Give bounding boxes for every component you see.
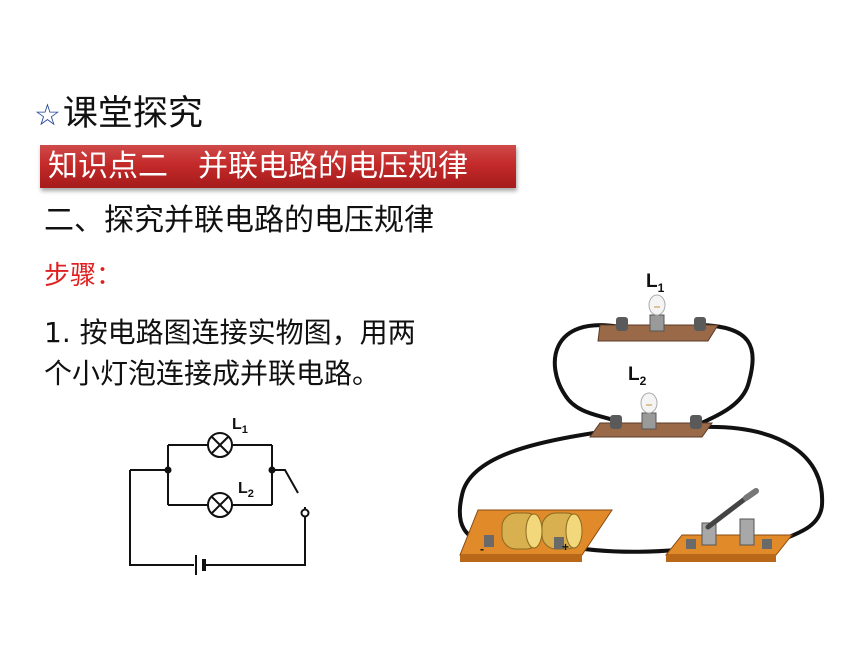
experiment-title: 二、探究并联电路的电压规律 xyxy=(44,203,434,238)
section-heading-text: 课堂探究 xyxy=(62,94,203,134)
battery-cell-icon xyxy=(541,512,583,550)
physical-l2-label: L2 xyxy=(628,364,647,388)
schematic-l1-label: L1 xyxy=(232,416,248,436)
battery-plus-terminal: + xyxy=(562,540,569,554)
knife-switch-icon xyxy=(664,488,794,562)
battery-cell-icon xyxy=(501,512,543,550)
star-icon: ☆ xyxy=(34,98,61,133)
steps-label: 步骤： xyxy=(44,261,123,291)
step-1-line-2: 个小灯泡连接成并联电路。 xyxy=(44,357,381,390)
junction-dot xyxy=(164,466,172,474)
section-heading: ☆课堂探究 xyxy=(34,92,203,138)
schematic-lamp-l1-icon xyxy=(207,432,233,458)
schematic-switch-icon xyxy=(300,508,310,518)
junction-dot xyxy=(268,466,276,474)
light-bulb-icon xyxy=(640,392,658,414)
schematic-lamp-l2-icon xyxy=(207,492,233,518)
physical-lamp-board-l1 xyxy=(597,294,719,342)
battery-minus-terminal: - xyxy=(480,542,484,556)
light-bulb-icon xyxy=(648,294,666,316)
schematic-l2-label: L2 xyxy=(238,480,254,500)
schematic-circuit-diagram: L1 L2 xyxy=(129,416,310,575)
step-1-line-1: 1. 按电路图连接实物图，用两 xyxy=(44,316,416,349)
battery-holder-icon: - + xyxy=(459,509,613,562)
schematic-battery-icon xyxy=(195,555,206,575)
physical-l1-label: L1 xyxy=(646,271,665,295)
step-1-text: 1. 按电路图连接实物图，用两 个小灯泡连接成并联电路。 xyxy=(44,312,504,394)
knowledge-point-banner: 知识点二 并联电路的电压规律 xyxy=(40,145,516,188)
physical-lamp-board-l2 xyxy=(589,392,713,438)
physical-circuit-drawing: - + L1 L2 xyxy=(457,271,825,562)
